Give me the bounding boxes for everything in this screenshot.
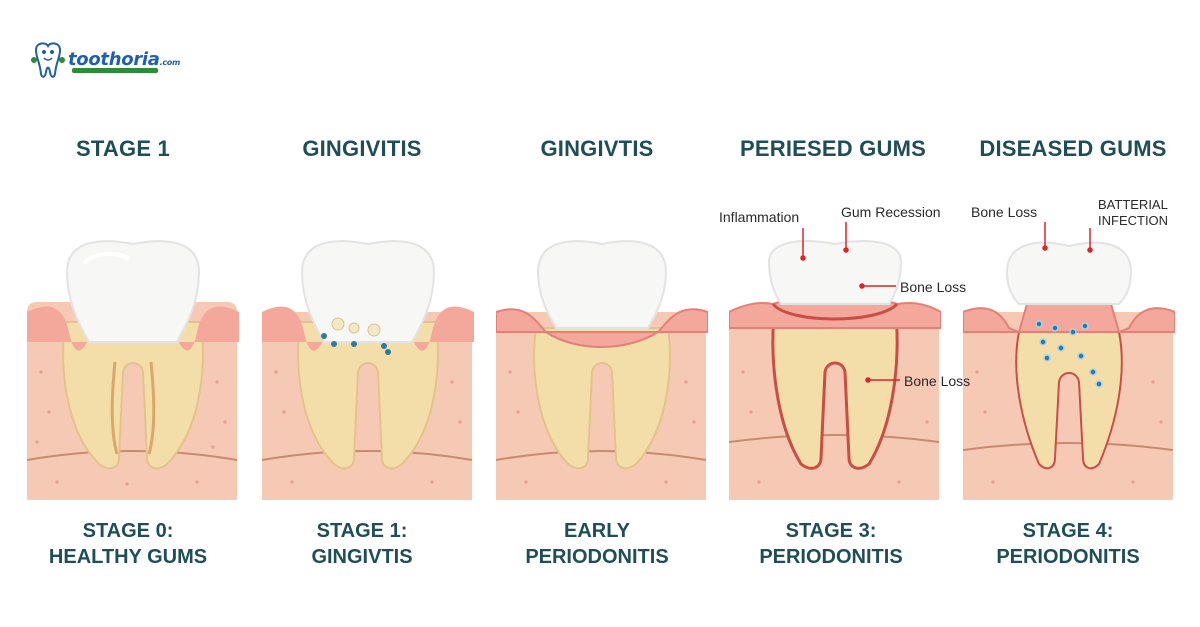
stage-title-3: GINGIVTIS <box>540 136 654 161</box>
stage-title-4: PERIESED GUMS <box>740 136 926 161</box>
callout-bone-loss-lower: Bone Loss <box>904 373 971 389</box>
tooth-diagram-advanced-periodontitis <box>963 232 1175 502</box>
stage-caption-3: EARLY PERIODONITIS <box>525 520 669 568</box>
brand-tagline-bar <box>72 68 158 73</box>
plaque-cluster-icon <box>321 317 391 355</box>
tooth-diagram-early-periodontitis <box>496 232 708 502</box>
stage-title-1: STAGE 1 <box>76 136 170 161</box>
stage-title-2: GINGIVITIS <box>302 136 422 161</box>
callout-gum-recession: Gum Recession <box>841 204 941 220</box>
stage-caption-4: STAGE 3: PERIODONITIS <box>759 520 903 568</box>
tooth-diagram-gingivitis <box>262 232 474 502</box>
stage-caption-5: STAGE 4: PERIODONITIS <box>996 520 1140 568</box>
callout-bone-loss-upper: Bone Loss <box>900 279 967 295</box>
bacteria-cluster-icon <box>1035 320 1103 388</box>
stage-caption-1: STAGE 0: HEALTHY GUMS <box>48 520 208 568</box>
callout-inflammation: Inflammation <box>719 209 800 225</box>
stage-caption-2: STAGE 1: GINGIVTIS <box>311 520 413 568</box>
brand-name: toothoria.com <box>68 49 181 70</box>
stage-title-5: DISEASED GUMS <box>979 136 1167 161</box>
tooth-diagram-healthy <box>27 232 239 502</box>
callout-bone-loss-stage4: Bone Loss <box>971 204 1038 220</box>
tooth-mascot-icon <box>31 42 65 78</box>
callout-bacterial-infection: BATTERIAL INFECTION <box>1098 197 1169 228</box>
